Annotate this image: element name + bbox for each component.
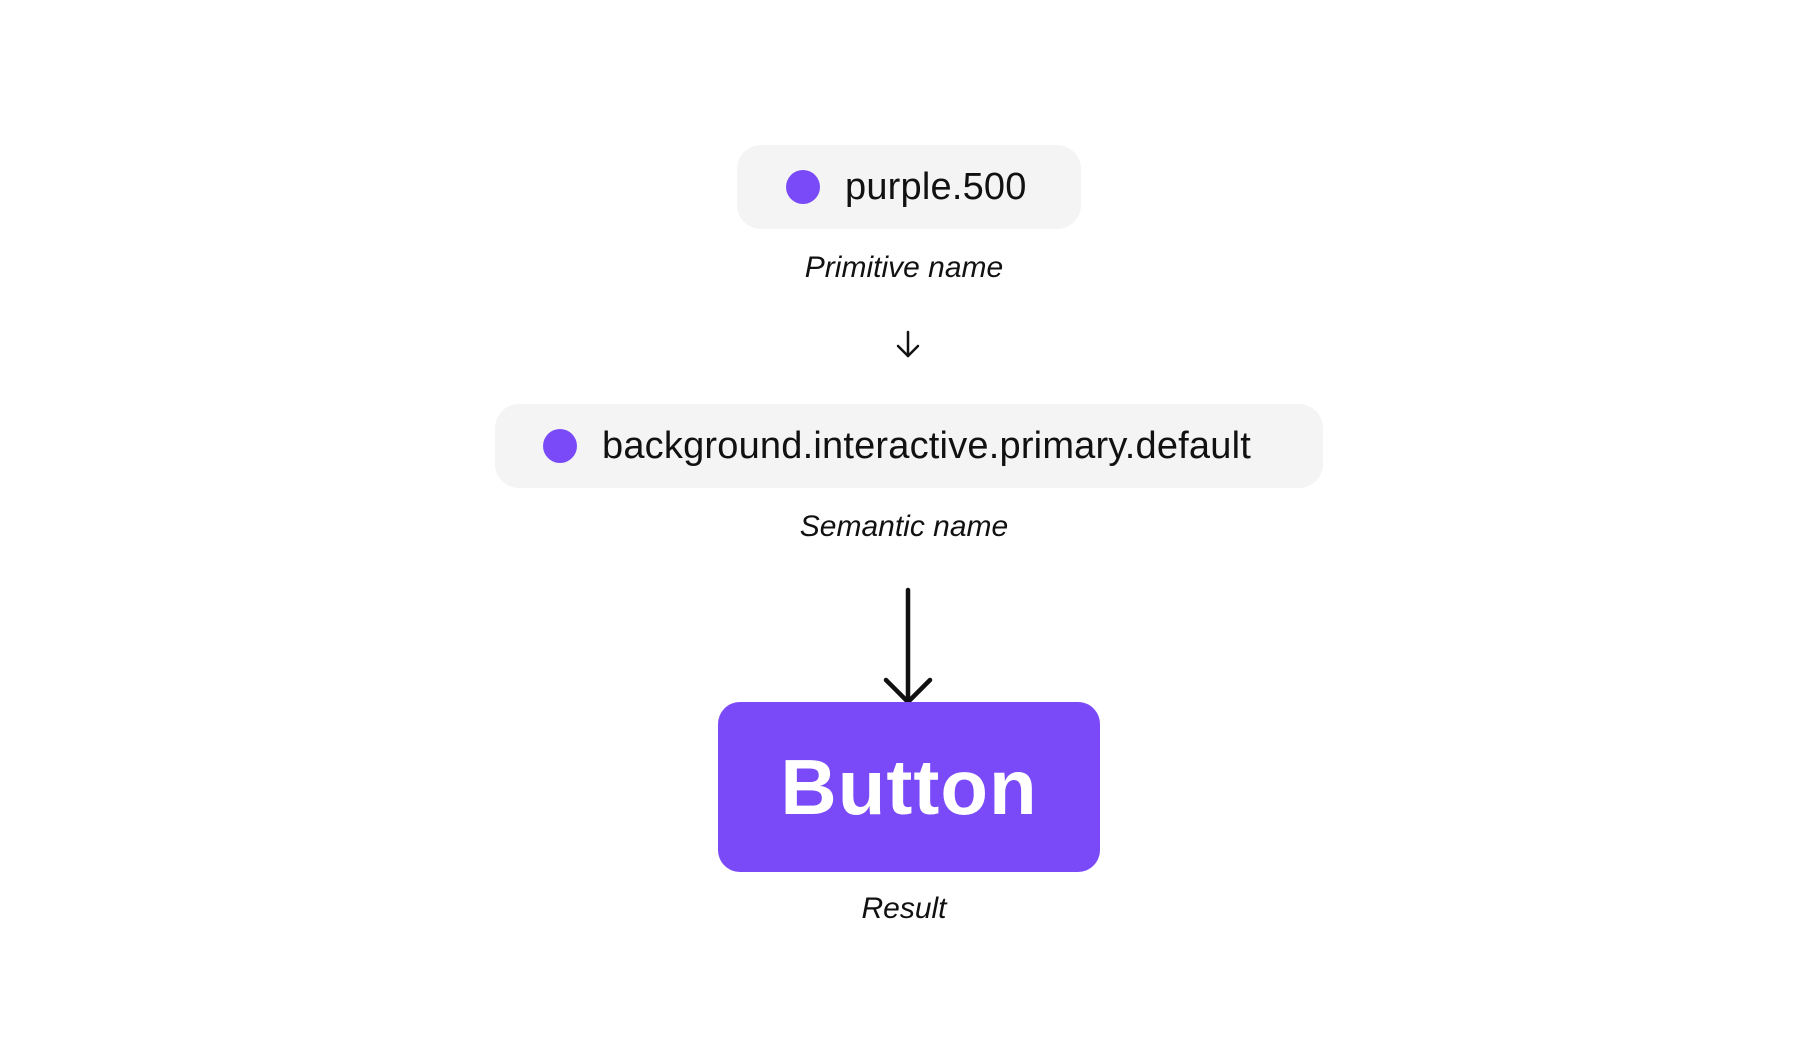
semantic-caption: Semantic name (799, 510, 1009, 543)
color-swatch-icon (786, 170, 820, 204)
primitive-token-pill: purple.500 (737, 145, 1081, 229)
color-swatch-icon (543, 429, 577, 463)
semantic-token-name: background.interactive.primary.default (602, 424, 1251, 467)
result-button[interactable]: Button (718, 702, 1100, 872)
result-caption: Result (861, 892, 947, 925)
arrow-down-icon (896, 330, 920, 358)
result-button-label: Button (780, 742, 1038, 831)
primitive-token-name: purple.500 (845, 165, 1027, 208)
arrow-down-icon (883, 587, 933, 705)
primitive-caption: Primitive name (804, 251, 1004, 284)
semantic-token-pill: background.interactive.primary.default (495, 404, 1323, 488)
